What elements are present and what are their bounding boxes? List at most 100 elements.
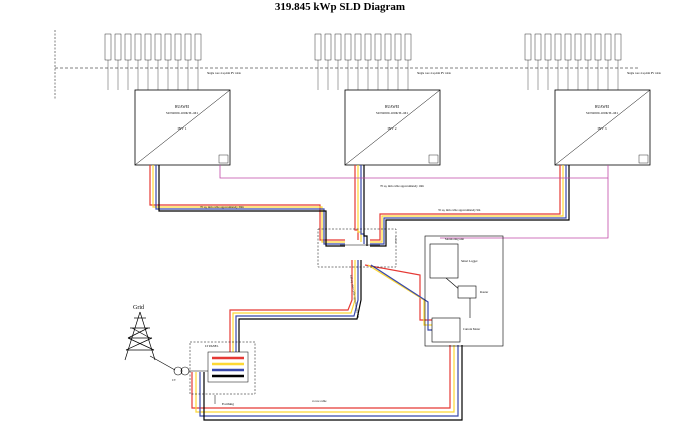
pv-string-module [114,33,122,61]
grid-tower-icon [124,311,156,361]
logger-to-router [445,277,461,291]
pv-string-module [354,33,362,61]
main-cable-black [238,260,362,380]
main-cable-blue [235,260,359,372]
pv-string-module [404,33,412,61]
pv-string-module [604,33,612,61]
inverter-diagonal [344,89,441,166]
lt-panel-enclosure [189,341,256,395]
router-label: Router [480,290,488,294]
pv-string-module [584,33,592,61]
inverter-ac-terminal [218,154,229,164]
acdb-to-meter-yellow [367,264,432,326]
inverter-tag: INV 2 [387,127,396,131]
acdb-enclosure [317,228,397,268]
pv-string-module [574,33,582,61]
inv1-cable-black [158,165,345,247]
inv3-cable-blue [370,165,567,245]
pv-string-module [364,33,372,61]
inverter-model: SUN2000-100KTL-M1 [376,111,409,115]
pv-string-module [164,33,172,61]
pv-string-module [154,33,162,61]
inv3-cable-black [370,165,570,247]
pv-string-module [134,33,142,61]
current-meter-box [431,317,461,343]
smart-logger-label: Smart Logger [461,259,478,263]
cable-label-inv2: 70 sq. mm cable approximately 10m [380,184,424,188]
inverter-model: SUN2000-100KTL-M1 [166,111,199,115]
current-meter-label: Current Meter [463,327,480,331]
pv-string-module [394,33,402,61]
pv-cable-note: Single core 4 sq.mm PV cable [417,72,452,75]
pv-string-module [374,33,382,61]
pv-string-module [614,33,622,61]
inv3-cable-yellow [370,165,564,243]
pv-string-module [314,33,322,61]
acdb-to-meter-blue [370,264,432,331]
pv-string-module [144,33,152,61]
comm-cable-to-logger [440,178,609,239]
monitoring-unit-enclosure [424,235,504,347]
pv-string-module [534,33,542,61]
inverter-brand: HUAWEI [385,105,400,109]
main-cable-yellow [232,260,356,362]
cable-label-main: 240 sq. mm cable approximately 1m [349,274,361,319]
earthing-label: Earthing [222,402,234,406]
inverter-diagonal [134,89,231,166]
pv-string-module [344,33,352,61]
ct-label: CT [172,378,176,382]
pv-string-module [564,33,572,61]
pv-string-module [104,33,112,61]
inv2-cable-black [363,165,368,246]
svg-text:ACDB: ACDB [394,236,397,243]
pv-string-module [124,33,132,61]
pv-string-module [334,33,342,61]
pv-cable-note: Single core 4 sq.mm PV cable [207,72,242,75]
inv1-cable-blue [155,165,345,245]
pv-string-module [174,33,182,61]
pv-string-module [554,33,562,61]
inverter-model: SUN2000-100KTL-M1 [586,111,619,115]
inverter-diagonal [554,89,651,166]
grid-label: Grid [133,305,144,311]
pv-string-module [194,33,202,61]
monitoring-unit-label: Monitoring unit [445,237,464,241]
pv-string-module [324,33,332,61]
acdb-to-meter-red [364,264,432,321]
cable-label-inv3: 35 sq. mm cable approximately 9m [438,208,481,212]
meter-cable-red [191,345,451,409]
comm-cable-magenta [219,165,609,179]
inverter-brand: HUAWEI [175,105,190,109]
inv3-cable-red [370,165,561,241]
lt-panel-label: LT PANEL [205,344,219,348]
ct-meter-icon [173,366,183,376]
smart-logger-box [429,243,459,279]
router-box [457,285,477,299]
diagram-title: 319.845 kWp SLD Diagram [274,1,406,13]
pv-string-module [594,33,602,61]
pv-string-module [184,33,192,61]
inverter-ac-terminal [638,154,649,164]
inv1-cable-yellow [152,165,345,243]
pv-string-module [524,33,532,61]
meter-cable-black [203,345,463,421]
cable-label-inv1: 70 sq. mm cable approximately 30m [200,205,244,209]
inverter-brand: HUAWEI [595,105,610,109]
pv-cable-note: Single core 4 sq.mm PV cable [627,72,662,75]
pv-string-module [384,33,392,61]
cable-label-comm: 4 core cable [312,399,327,403]
main-cable-red [229,260,353,352]
meter-cable-yellow [195,345,455,413]
inv1-cable-red [149,165,345,241]
inverter-ac-terminal [428,154,439,164]
lt-panel-busbars [207,351,249,383]
inverter-tag: INV 3 [597,127,606,131]
inv2-cable-red [354,165,359,240]
inv2-cable-yellow [357,165,362,242]
pv-string-module [544,33,552,61]
inv2-cable-blue [360,165,365,244]
